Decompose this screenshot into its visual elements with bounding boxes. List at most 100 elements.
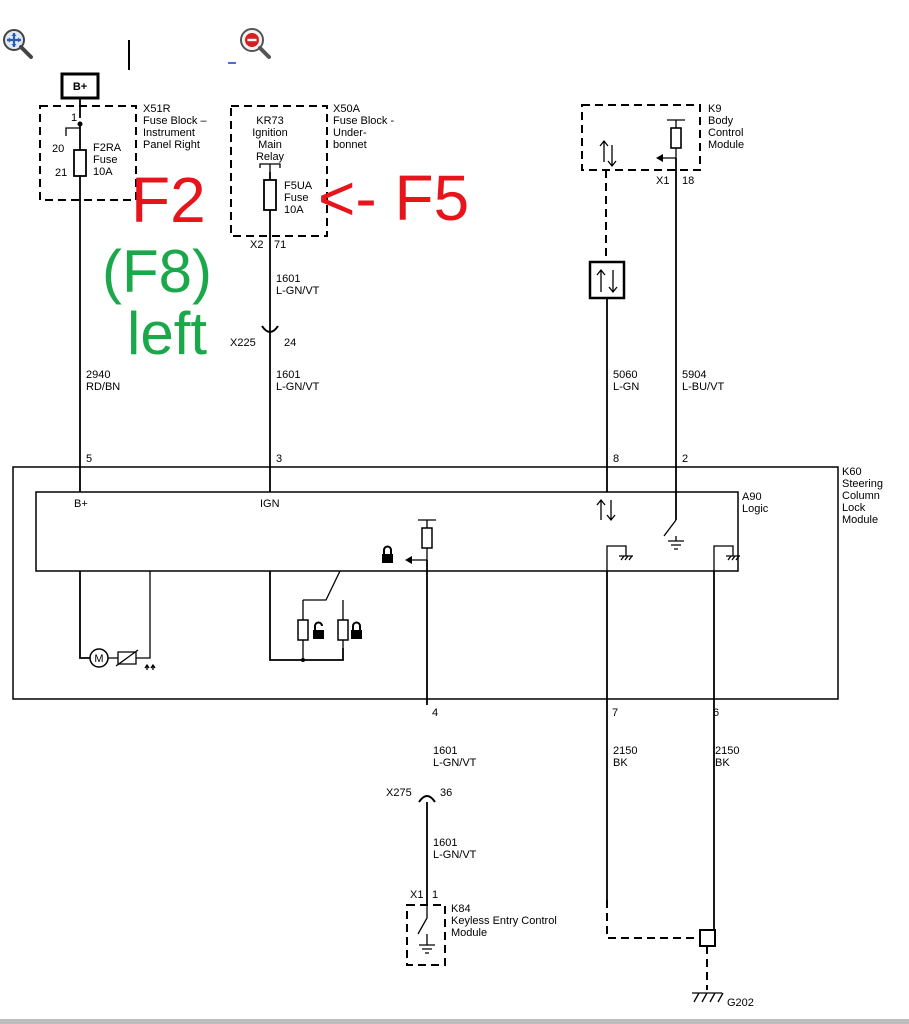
annotation-f5-arrow: <- F5 xyxy=(318,162,469,234)
svg-text:Steering: Steering xyxy=(842,478,883,490)
f5ua-fuse-symbol xyxy=(263,179,277,211)
g202-ground: G202 xyxy=(692,992,754,1009)
zoom-out-button[interactable] xyxy=(236,24,272,65)
svg-text:1601: 1601 xyxy=(276,369,300,381)
zoom-out-icon xyxy=(240,28,271,59)
svg-text:L-GN/VT: L-GN/VT xyxy=(433,757,477,769)
k9-body-control-module: K9 Body Control Module X1 18 xyxy=(581,103,744,460)
svg-text:Column: Column xyxy=(842,490,880,502)
svg-text:10A: 10A xyxy=(284,204,304,216)
toolbar xyxy=(0,0,909,70)
svg-text:bonnet: bonnet xyxy=(333,139,367,151)
svg-text:71: 71 xyxy=(274,239,286,251)
lock-switch-icon xyxy=(351,621,362,639)
svg-text:7: 7 xyxy=(612,707,618,719)
svg-text:1601: 1601 xyxy=(433,837,457,849)
annotation-f8: (F8) xyxy=(102,238,212,305)
svg-text:X225: X225 xyxy=(230,337,256,349)
svg-text:6: 6 xyxy=(713,707,719,719)
svg-text:X1: X1 xyxy=(410,889,423,901)
lock-icon xyxy=(382,545,393,563)
svg-text:Control: Control xyxy=(708,127,743,139)
annotation-f2: F2 xyxy=(131,164,206,236)
svg-text:Relay: Relay xyxy=(256,151,285,163)
svg-text:1601: 1601 xyxy=(433,745,457,757)
svg-text:2: 2 xyxy=(682,453,688,465)
svg-text:X51R: X51R xyxy=(143,103,171,115)
svg-text:Fuse: Fuse xyxy=(284,192,308,204)
bplus-source: B+ xyxy=(60,72,100,100)
x50a-fuse-block: KR73 Ignition Main Relay F5UA Fuse 10A X… xyxy=(230,103,394,460)
svg-text:L-GN/VT: L-GN/VT xyxy=(276,381,320,393)
svg-text:Fuse Block –: Fuse Block – xyxy=(143,115,207,127)
annotation-left: left xyxy=(127,300,207,367)
svg-text:F2RA: F2RA xyxy=(93,142,122,154)
svg-text:2150: 2150 xyxy=(715,745,739,757)
x275-connector: X275 36 xyxy=(386,787,452,803)
svg-text:36: 36 xyxy=(440,787,452,799)
k84-keyless-entry-control-module: X1 1 K84 Keyless Entry Control Module xyxy=(406,889,557,966)
x225-connector: X225 24 xyxy=(230,325,296,349)
svg-text:X50A: X50A xyxy=(333,103,361,115)
svg-text:24: 24 xyxy=(284,337,296,349)
svg-text:21: 21 xyxy=(55,167,67,179)
svg-text:F5UA: F5UA xyxy=(284,180,313,192)
zoom-in-button[interactable] xyxy=(0,26,34,65)
bottom-border xyxy=(0,1019,909,1024)
svg-text:L-BU/VT: L-BU/VT xyxy=(682,381,724,393)
svg-text:18: 18 xyxy=(682,175,694,187)
svg-text:Under-: Under- xyxy=(333,127,367,139)
a90-logic-block xyxy=(35,491,739,572)
svg-text:Keyless Entry Control: Keyless Entry Control xyxy=(451,915,557,927)
svg-text:BK: BK xyxy=(715,757,730,769)
wire-5904-label: 5904 xyxy=(682,369,706,381)
svg-text:2150: 2150 xyxy=(613,745,637,757)
wire-2940-label: 2940 xyxy=(86,369,110,381)
svg-text:Logic: Logic xyxy=(742,503,769,515)
svg-text:4: 4 xyxy=(432,707,438,719)
svg-text:IGN: IGN xyxy=(260,498,280,510)
svg-text:X275: X275 xyxy=(386,787,412,799)
svg-text:A90: A90 xyxy=(742,491,762,503)
splice-symbol xyxy=(699,929,716,947)
svg-text:20: 20 xyxy=(52,143,64,155)
zoom-in-icon xyxy=(3,29,33,59)
svg-text:Fuse: Fuse xyxy=(93,154,117,166)
wire-1601-label: 1601 xyxy=(276,273,300,285)
svg-text:RD/BN: RD/BN xyxy=(86,381,120,393)
svg-text:Module: Module xyxy=(842,514,878,526)
svg-text:K60: K60 xyxy=(842,466,862,478)
svg-text:Module: Module xyxy=(708,139,744,151)
svg-text:L-GN/VT: L-GN/VT xyxy=(433,849,477,861)
wire-5060-label: 5060 xyxy=(613,369,637,381)
svg-text:Panel Right: Panel Right xyxy=(143,139,200,151)
svg-text:L-GN: L-GN xyxy=(613,381,639,393)
bplus-label: B+ xyxy=(73,81,87,93)
svg-text:Main: Main xyxy=(258,139,282,151)
svg-text:Fuse Block -: Fuse Block - xyxy=(333,115,394,127)
svg-text:X1: X1 xyxy=(656,175,669,187)
svg-text:K9: K9 xyxy=(708,103,721,115)
svg-text:3: 3 xyxy=(276,453,282,465)
svg-text:1: 1 xyxy=(432,889,438,901)
svg-text:Body: Body xyxy=(708,115,734,127)
svg-text:L-GN/VT: L-GN/VT xyxy=(276,285,320,297)
x51r-fuse-block: 1 20 21 F2RA Fuse 10A X51R Fuse Block – … xyxy=(39,103,207,460)
svg-text:8: 8 xyxy=(613,453,619,465)
svg-text:1: 1 xyxy=(71,112,77,124)
text-cursor xyxy=(128,40,130,70)
f2ra-fuse-symbol xyxy=(73,149,87,177)
svg-text:5: 5 xyxy=(86,453,92,465)
svg-text:B+: B+ xyxy=(74,498,88,510)
svg-text:X2: X2 xyxy=(250,239,263,251)
svg-text:BK: BK xyxy=(613,757,628,769)
svg-text:M: M xyxy=(94,653,103,665)
svg-text:G202: G202 xyxy=(727,997,754,1009)
svg-text:Ignition: Ignition xyxy=(252,127,287,139)
svg-text:K84: K84 xyxy=(451,903,471,915)
k60-steering-column-lock-module: K60 Steering Column Lock Module 5 3 8 2 … xyxy=(12,453,883,719)
svg-text:10A: 10A xyxy=(93,166,113,178)
svg-text:Instrument: Instrument xyxy=(143,127,195,139)
link-underline xyxy=(228,62,236,64)
